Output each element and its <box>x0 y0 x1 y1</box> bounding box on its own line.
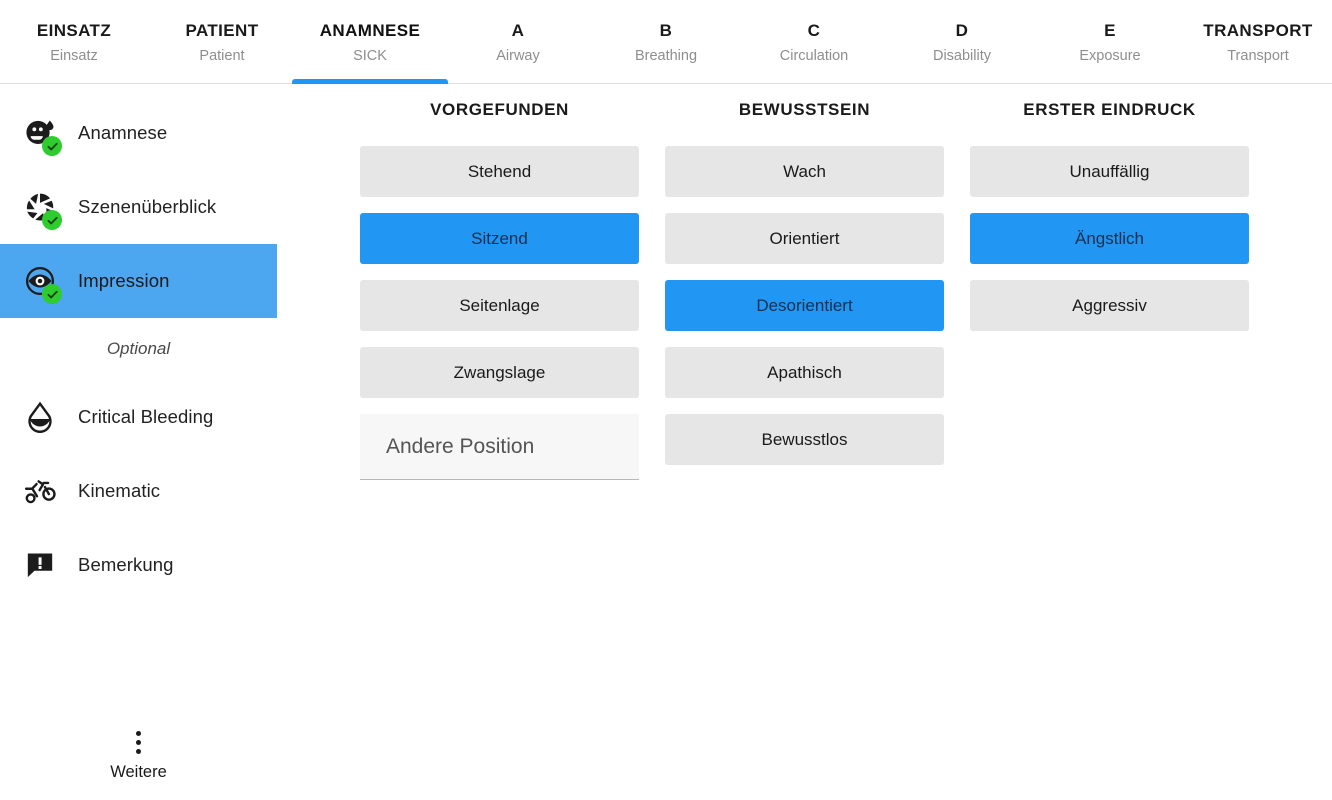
tab-airway[interactable]: A Airway <box>444 0 592 83</box>
completed-check-icon <box>42 284 62 304</box>
eye-icon <box>20 261 62 304</box>
column-header: ERSTER EINDRUCK <box>1023 100 1196 119</box>
tab-subtitle: Airway <box>496 47 540 64</box>
sidebar-item-label: Szenenüberblick <box>78 196 217 217</box>
sidebar-optional-label: Optional <box>106 339 171 358</box>
overflow-dots-icon <box>136 731 141 754</box>
completed-check-icon <box>42 136 62 156</box>
option-zwangslage[interactable]: Zwangslage <box>360 347 639 398</box>
tab-circulation[interactable]: C Circulation <box>740 0 888 83</box>
tab-subtitle: Exposure <box>1079 47 1141 64</box>
sidebar-item-label: Critical Bleeding <box>78 406 214 427</box>
option-seitenlage[interactable]: Seitenlage <box>360 280 639 331</box>
tab-title: ANAMNESE <box>319 20 421 40</box>
tab-exposure[interactable]: E Exposure <box>1036 0 1184 83</box>
more-button-label: Weitere <box>110 763 167 781</box>
option-desorientiert[interactable]: Desorientiert <box>665 280 944 331</box>
active-tab-indicator <box>292 79 448 84</box>
tab-title: C <box>807 20 821 40</box>
sidebar-item-label: Impression <box>78 270 170 291</box>
sidebar-item-kinematic[interactable]: Kinematic <box>0 454 277 528</box>
option--ngstlich[interactable]: Ängstlich <box>970 213 1249 264</box>
option-sitzend[interactable]: Sitzend <box>360 213 639 264</box>
tab-title: A <box>511 20 525 40</box>
sidebar-item-anamnese[interactable]: Anamnese <box>0 96 277 170</box>
sidebar-item-label: Bemerkung <box>78 554 174 575</box>
option-unauff-llig[interactable]: Unauffällig <box>970 146 1249 197</box>
sidebar-item-critical-bleeding[interactable]: Critical Bleeding <box>0 380 277 454</box>
tab-title: B <box>659 20 673 40</box>
option-apathisch[interactable]: Apathisch <box>665 347 944 398</box>
camera-aperture-icon <box>20 187 62 230</box>
option-orientiert[interactable]: Orientiert <box>665 213 944 264</box>
more-button[interactable]: Weitere <box>0 731 277 782</box>
tab-transport[interactable]: TRANSPORT Transport <box>1184 0 1332 83</box>
sidebar-item-szenen-berblick[interactable]: Szenenüberblick <box>0 170 277 244</box>
tab-title: EINSATZ <box>36 20 112 40</box>
tab-title: TRANSPORT <box>1203 20 1313 40</box>
other-position-field[interactable] <box>360 414 639 480</box>
motorcycle-icon <box>20 471 60 511</box>
tab-patient[interactable]: PATIENT Patient <box>148 0 296 83</box>
tab-subtitle: Circulation <box>779 47 849 64</box>
tab-subtitle: Patient <box>199 47 245 64</box>
tab-title: PATIENT <box>185 20 259 40</box>
tab-breathing[interactable]: B Breathing <box>592 0 740 83</box>
option-wach[interactable]: Wach <box>665 146 944 197</box>
column-header: VORGEFUNDEN <box>430 100 569 119</box>
comment-alert-icon <box>20 545 60 585</box>
sidebar-item-impression[interactable]: Impression <box>0 244 277 318</box>
other-position-input[interactable] <box>384 433 637 460</box>
tab-title: D <box>955 20 969 40</box>
option-stehend[interactable]: Stehend <box>360 146 639 197</box>
tab-subtitle: SICK <box>353 47 387 64</box>
tab-subtitle: Disability <box>932 47 991 64</box>
blood-drop-icon <box>20 397 60 437</box>
tab-subtitle: Einsatz <box>50 47 98 64</box>
tab-subtitle: Transport <box>1227 47 1289 64</box>
tab-sick[interactable]: ANAMNESE SICK <box>292 0 448 84</box>
sidebar-item-label: Kinematic <box>78 480 161 501</box>
option-bewusstlos[interactable]: Bewusstlos <box>665 414 944 465</box>
top-tab-bar: EINSATZ Einsatz PATIENT Patient ANAMNESE SICK… <box>0 0 1332 84</box>
tab-subtitle: Breathing <box>634 47 698 64</box>
sidebar-item-label: Anamnese <box>78 122 168 143</box>
sick-face-icon <box>20 113 62 156</box>
option-aggressiv[interactable]: Aggressiv <box>970 280 1249 331</box>
completed-check-icon <box>42 210 62 230</box>
tab-title: E <box>1104 20 1116 40</box>
column-header: BEWUSSTSEIN <box>738 100 871 119</box>
tab-einsatz[interactable]: EINSATZ Einsatz <box>0 0 148 83</box>
tab-disability[interactable]: D Disability <box>888 0 1036 83</box>
sidebar-item-bemerkung[interactable]: Bemerkung <box>0 528 277 602</box>
